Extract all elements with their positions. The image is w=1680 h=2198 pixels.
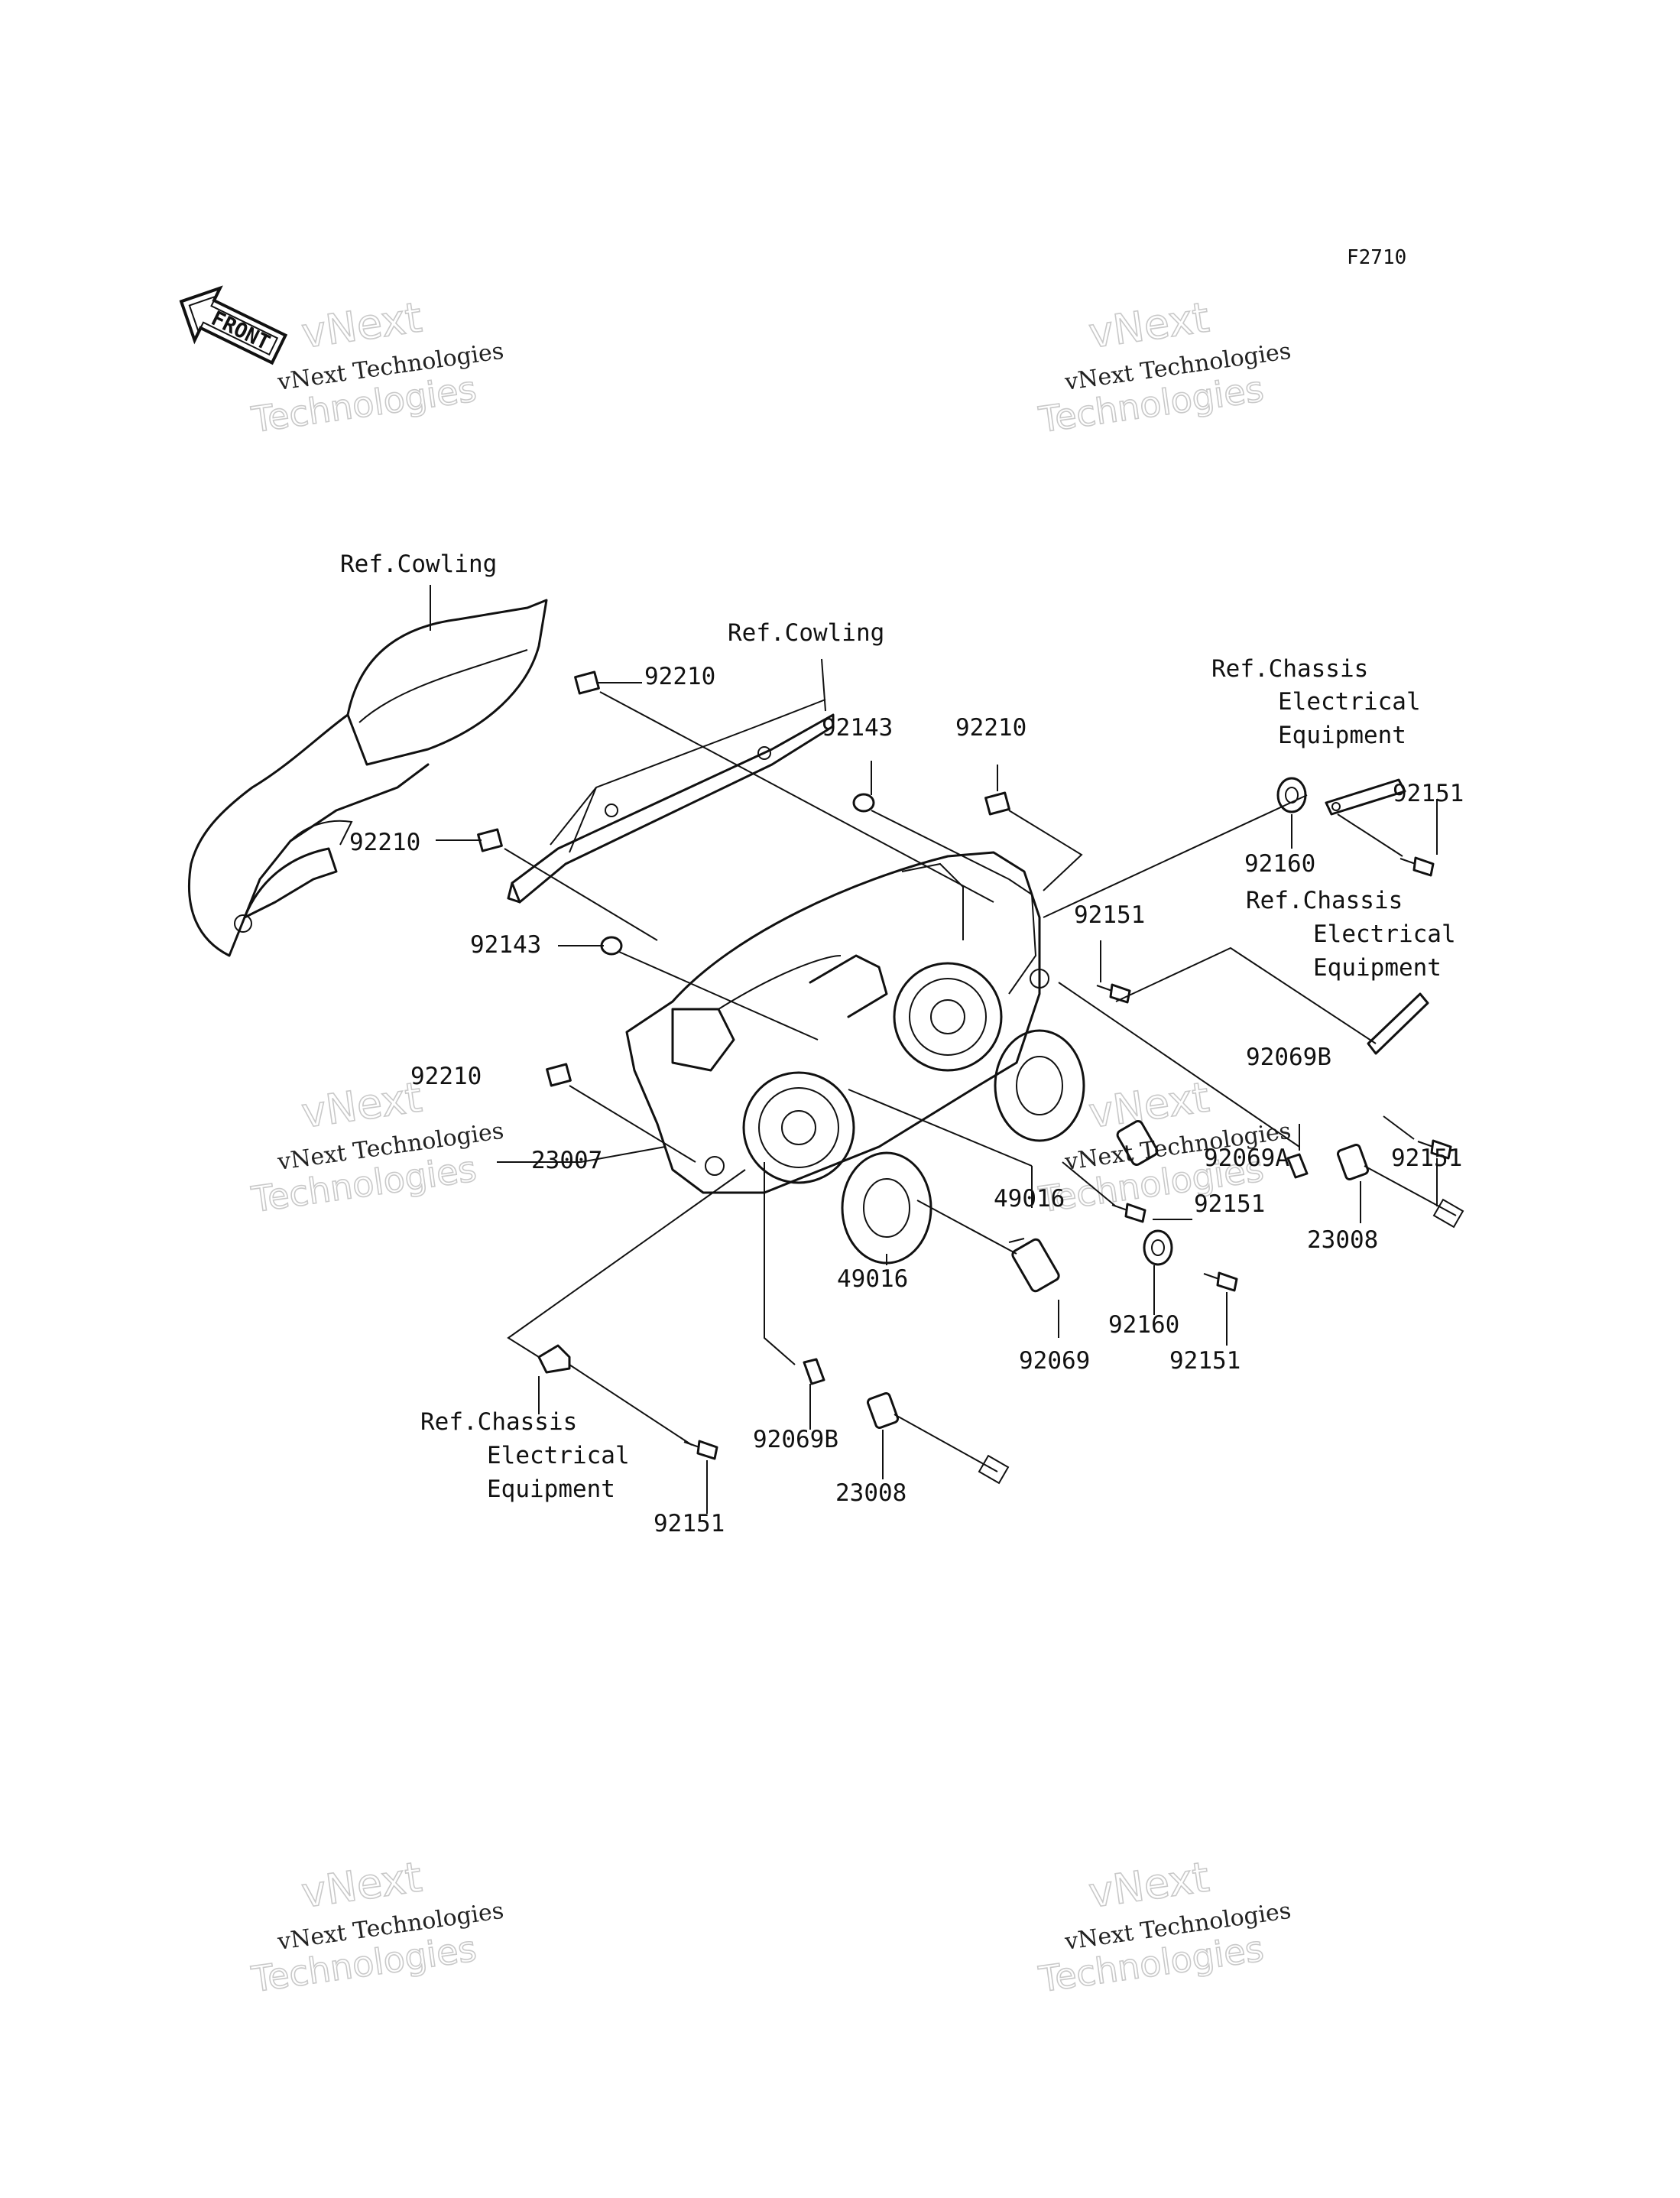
bulb-92069-shape: [1008, 1238, 1060, 1293]
svg-text:Electrical: Electrical: [1278, 688, 1421, 716]
clip-92210-b-shape: [984, 791, 1010, 816]
cowling-left-shape: [187, 599, 548, 957]
chassis-bracket-bottom-shape: [537, 1344, 571, 1374]
callout-23007: 23007: [531, 1147, 602, 1174]
callout-92069B-a: 92069B: [1246, 1044, 1331, 1071]
clip-92210-a-shape: [574, 670, 600, 695]
callout-92210-b: 92210: [955, 714, 1026, 742]
callout-49016-a: 49016: [994, 1185, 1065, 1213]
bolt-92151-c-shape: [1417, 1139, 1452, 1160]
svg-text:vNext: vNext: [1086, 293, 1212, 357]
watermark-middle-right: vNext vNext Technologies Technologies: [1036, 1073, 1293, 1221]
callout-92151-f: 92151: [654, 1510, 725, 1537]
callout-92160-b: 92160: [1108, 1311, 1179, 1339]
svg-text:Ref.Chassis: Ref.Chassis: [420, 1408, 577, 1436]
small-bulb-92069B-right-shape: [1286, 1153, 1309, 1179]
callout-92069: 92069: [1019, 1347, 1090, 1375]
bulb-socket-23008-left-shape: [866, 1391, 1010, 1485]
grommet-92160-bottom-shape: [1143, 1229, 1173, 1266]
watermark-top-left: vNext vNext Technologies Technologies: [248, 293, 506, 441]
small-bulb-92069B-left-shape: [803, 1358, 825, 1385]
callout-92210-d: 92210: [410, 1063, 482, 1090]
callout-92069A: 92069A: [1204, 1144, 1289, 1172]
svg-text:vNext: vNext: [299, 1852, 425, 1917]
headlight-lens-right-shape: [994, 1029, 1085, 1142]
watermark-bottom-left: vNext vNext Technologies Technologies: [248, 1852, 506, 2001]
svg-text:Ref.Chassis: Ref.Chassis: [1211, 655, 1368, 683]
spacer-92143-a-shape: [852, 793, 875, 813]
callout-49016-b: 49016: [837, 1265, 908, 1293]
svg-text:Ref.Chassis: Ref.Chassis: [1246, 887, 1403, 914]
leader-lines: [430, 585, 1438, 1514]
svg-text:vNext: vNext: [1086, 1073, 1212, 1137]
headlight-housing-shape: [625, 851, 1049, 1194]
bolt-92151-a-shape: [1399, 856, 1435, 877]
callout-92151-d: 92151: [1194, 1190, 1265, 1218]
callout-92143-b: 92143: [470, 931, 541, 959]
svg-text:Electrical: Electrical: [487, 1442, 630, 1469]
callout-ref-cowling-right: Ref.Cowling: [728, 619, 884, 647]
diagram-code: F2710: [1347, 246, 1406, 269]
svg-text:Equipment: Equipment: [1313, 954, 1442, 982]
clip-92210-d-shape: [546, 1063, 572, 1087]
chassis-strap-top-shape: [1325, 778, 1406, 816]
watermark-bottom-right: vNext vNext Technologies Technologies: [1036, 1852, 1293, 2001]
svg-text:vNext: vNext: [299, 1073, 425, 1137]
callout-92151-c: 92151: [1391, 1144, 1462, 1172]
spacer-92143-b-shape: [600, 936, 623, 956]
front-arrow-icon: FRONT: [179, 285, 288, 365]
svg-text:vNext: vNext: [299, 293, 425, 357]
callout-23008-a: 23008: [1307, 1226, 1378, 1254]
callout-92151-e: 92151: [1169, 1347, 1241, 1375]
bulb-92069A-shape: [1116, 1120, 1159, 1166]
bolt-92151-e-shape: [1203, 1271, 1238, 1292]
callout-92069B-b: 92069B: [753, 1426, 838, 1453]
svg-text:Equipment: Equipment: [1278, 722, 1406, 749]
bolt-92151-b-shape: [1096, 983, 1131, 1004]
chassis-strap-middle-shape: [1367, 992, 1429, 1055]
callout-23008-b: 23008: [835, 1479, 906, 1507]
headlight-lens-left-shape: [841, 1151, 932, 1265]
svg-text:Electrical: Electrical: [1313, 920, 1456, 948]
callout-92210-a: 92210: [644, 663, 715, 690]
callout-ref-chassis-1: Ref.Chassis Electrical Equipment: [1211, 655, 1421, 749]
bulb-socket-23008-right-shape: [1336, 1143, 1464, 1229]
callout-92151-a: 92151: [1393, 780, 1464, 807]
svg-text:vNext: vNext: [1086, 1852, 1212, 1917]
svg-text:Equipment: Equipment: [487, 1476, 615, 1503]
callout-92210-c: 92210: [349, 829, 420, 856]
upper-bracket-shape: [507, 699, 835, 904]
clip-92210-c-shape: [477, 828, 503, 852]
watermark-top-right: vNext vNext Technologies Technologies: [1036, 293, 1293, 441]
callout-ref-chassis-2: Ref.Chassis Electrical Equipment: [1246, 887, 1456, 982]
callout-92160-a: 92160: [1244, 850, 1315, 878]
callout-92143-a: 92143: [822, 714, 893, 742]
callout-ref-cowling-top: Ref.Cowling: [340, 550, 497, 578]
callout-92151-b: 92151: [1074, 901, 1145, 929]
callout-ref-chassis-3: Ref.Chassis Electrical Equipment: [420, 1408, 630, 1503]
